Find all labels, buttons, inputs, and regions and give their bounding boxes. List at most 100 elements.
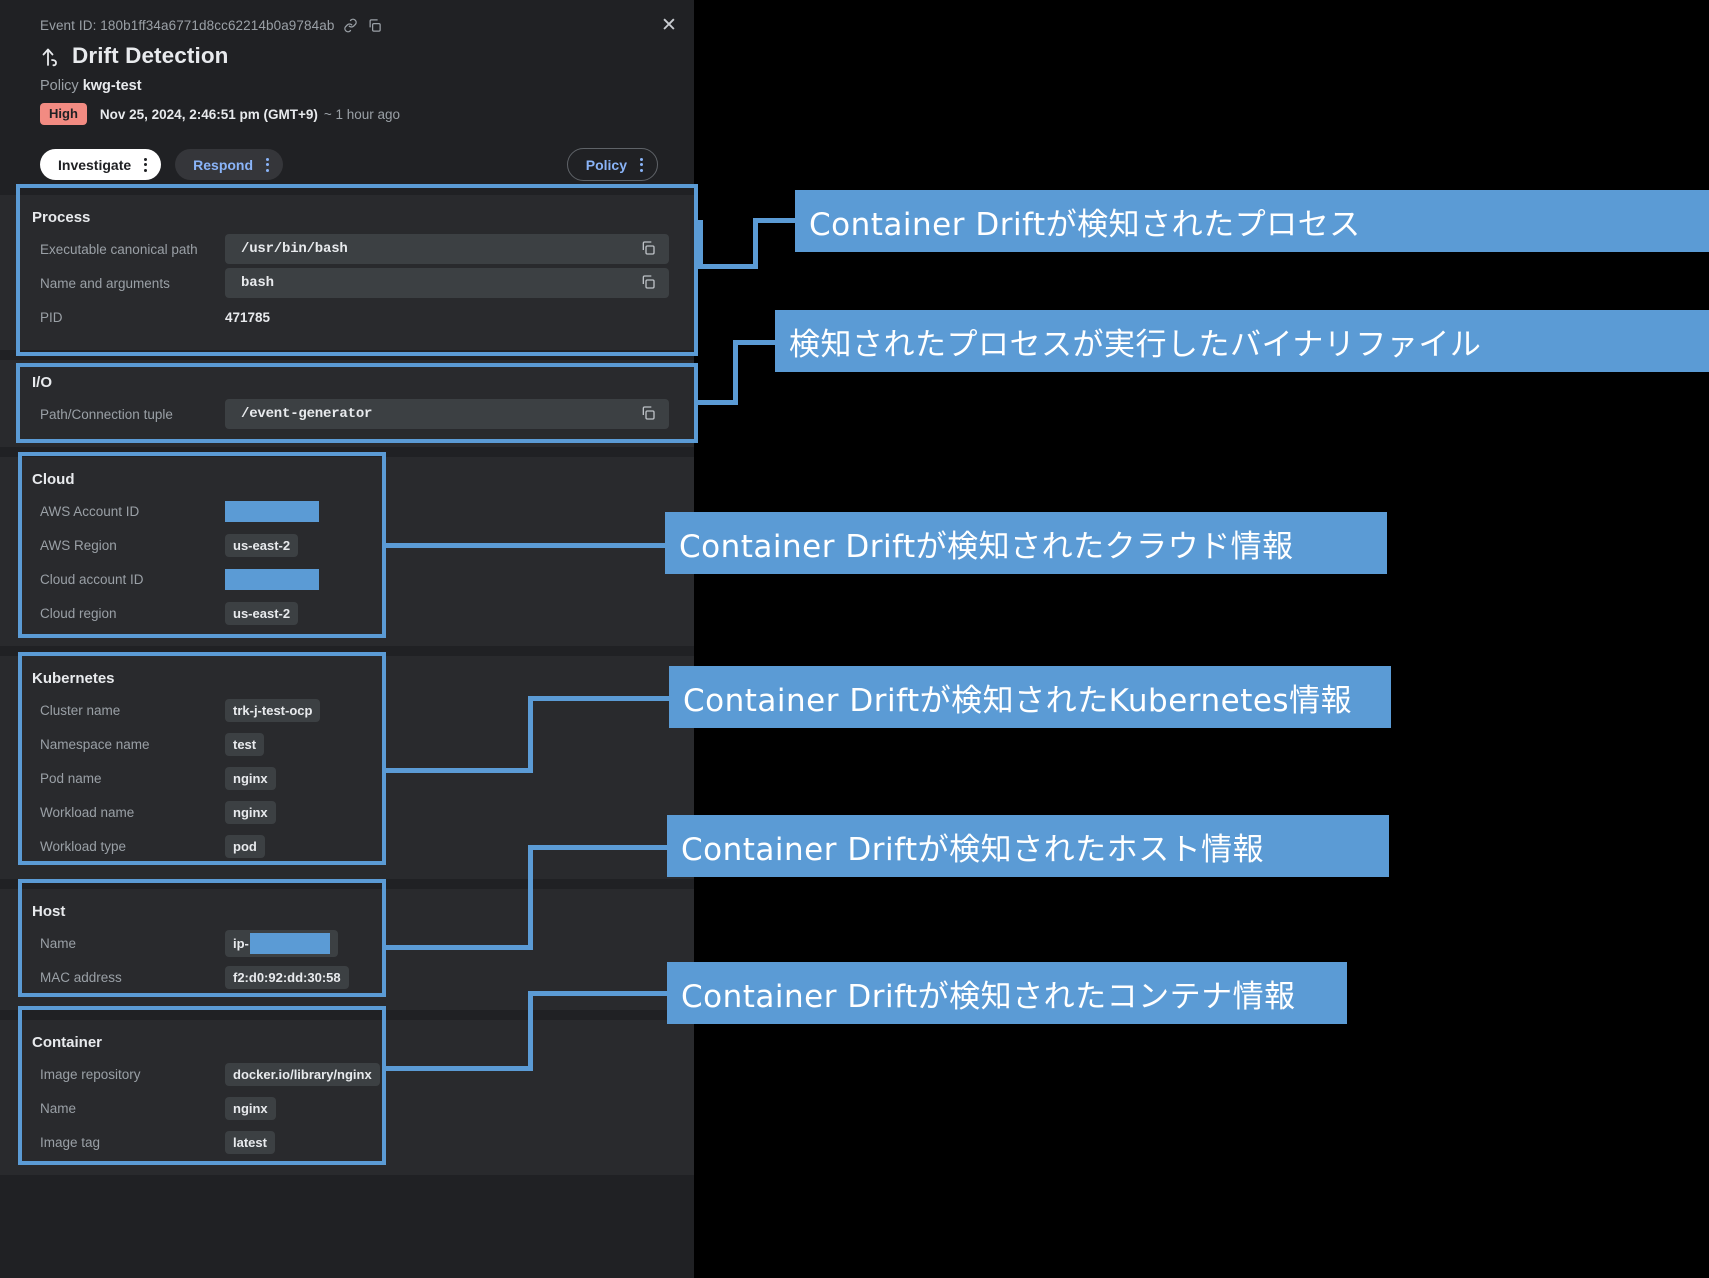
connector-io-h xyxy=(698,400,738,405)
connector-io-h2 xyxy=(733,340,781,345)
detail-row-value-chip: us-east-2 xyxy=(225,533,299,557)
section-title: I/O xyxy=(32,374,53,391)
detail-row: AWS Account ID xyxy=(0,494,694,528)
page-title: Drift Detection xyxy=(72,43,229,68)
detail-row: PID 471785 xyxy=(0,300,694,334)
respond-kebab-icon[interactable] xyxy=(266,157,270,172)
detail-row-label: Cloud region xyxy=(40,605,117,621)
copy-icon[interactable] xyxy=(640,240,656,261)
detail-row-value-field: /usr/bin/bash xyxy=(225,234,669,264)
respond-button[interactable]: Respond xyxy=(175,149,284,180)
copy-icon[interactable] xyxy=(367,18,382,33)
detail-row-label: Workload type xyxy=(40,838,127,854)
detail-row-label: Cloud account ID xyxy=(40,571,144,587)
detail-row-label: Pod name xyxy=(40,770,102,786)
detail-row-label: Image repository xyxy=(40,1066,141,1082)
detail-row: Path/Connection tuple/event-generator xyxy=(0,397,694,431)
detail-row: Workload name nginx xyxy=(0,795,694,829)
detail-row: Executable canonical path/usr/bin/bash xyxy=(0,232,694,266)
detail-row-value-chip: ip- xyxy=(225,929,338,957)
redacted-value xyxy=(249,932,330,954)
action-button-row: Investigate Respond Policy xyxy=(40,148,694,181)
copy-icon[interactable] xyxy=(640,405,656,426)
event-time-ago: ~ 1 hour ago xyxy=(323,106,401,122)
detail-row-value-chip: nginx xyxy=(225,800,276,824)
detail-row-value-chip: f2:d0:92:dd:30:58 xyxy=(225,965,349,989)
event-timestamp: Nov 25, 2024, 2:46:51 pm (GMT+9) xyxy=(99,106,318,122)
annotation-note-binary: 検知されたプロセスが実行したバイナリファイル xyxy=(775,310,1709,372)
detail-row-value: /usr/bin/bash xyxy=(241,241,348,257)
detail-row-value-chip: pod xyxy=(225,834,265,858)
section-title: Host xyxy=(32,903,66,920)
policy-button-label: Policy xyxy=(585,156,627,173)
policy-name: kwg-test xyxy=(82,78,142,94)
panel-header: Event ID: 180b1ff34a6771d8cc62214b0a9784… xyxy=(0,0,694,181)
detail-row-label: Name xyxy=(40,935,77,951)
policy-button[interactable]: Policy xyxy=(566,148,658,181)
annotation-note-host: Container Driftが検知されたホスト情報 xyxy=(667,815,1389,877)
connector-io-v xyxy=(733,340,738,405)
detail-row-label: Executable canonical path xyxy=(40,241,198,257)
detail-row-label: PID xyxy=(40,309,63,325)
detail-row-label: AWS Region xyxy=(40,537,117,553)
connector-process-h2 xyxy=(753,218,798,223)
detail-row-value-chip: test xyxy=(225,732,265,756)
detail-row-value: 471785 xyxy=(225,309,271,325)
policy-label: Policy xyxy=(40,78,79,94)
annotation-note-kubernetes: Container Driftが検知されたKubernetes情報 xyxy=(669,666,1391,728)
status-badge: High xyxy=(40,103,87,125)
event-id-text: Event ID: 180b1ff34a6771d8cc62214b0a9784… xyxy=(40,17,335,33)
section-title: Process xyxy=(32,209,91,226)
detail-row-value-field: bash xyxy=(225,268,669,298)
detail-row-label: Name xyxy=(40,1100,77,1116)
connector-process-h xyxy=(698,264,758,269)
section-title: Cloud xyxy=(32,471,75,488)
section-i-o: I/O Path/Connection tuple/event-generator xyxy=(0,360,694,447)
detail-row-label: Workload name xyxy=(40,804,135,820)
title-row: Drift Detection xyxy=(40,43,694,69)
detail-row-value-chip: docker.io/library/nginx xyxy=(225,1062,380,1086)
drift-arrow-icon xyxy=(40,44,62,68)
annotation-note-container: Container Driftが検知されたコンテナ情報 xyxy=(667,962,1347,1024)
detail-row-value: /event-generator xyxy=(241,406,373,422)
detail-row: Cluster name trk-j-test-ocp xyxy=(0,693,694,727)
event-detail-panel: Event ID: 180b1ff34a6771d8cc62214b0a9784… xyxy=(0,0,694,1278)
detail-row: AWS Region us-east-2 xyxy=(0,528,694,562)
policy-row: Policy kwg-test xyxy=(40,78,694,94)
detail-row-value-chip: trk-j-test-ocp xyxy=(225,698,321,722)
investigate-label: Investigate xyxy=(58,156,132,173)
redacted-value xyxy=(225,568,319,590)
section-title: Container xyxy=(32,1034,103,1051)
panel-scroll-area[interactable]: Event ID: 180b1ff34a6771d8cc62214b0a9784… xyxy=(0,0,694,1278)
detail-row: Namespace name test xyxy=(0,727,694,761)
detail-row-label: Namespace name xyxy=(40,736,150,752)
section-title: Kubernetes xyxy=(32,670,115,687)
copy-icon[interactable] xyxy=(640,274,656,295)
detail-row-value: bash xyxy=(241,275,274,291)
detail-row: Workload type pod xyxy=(0,829,694,863)
policy-kebab-icon[interactable] xyxy=(640,157,643,172)
detail-row-value-field: /event-generator xyxy=(225,399,669,429)
detail-row-value: ip- xyxy=(233,935,249,951)
detail-row-label: Image tag xyxy=(40,1134,101,1150)
investigate-kebab-icon[interactable] xyxy=(144,157,148,172)
annotation-note-cloud: Container Driftが検知されたクラウド情報 xyxy=(665,512,1387,574)
detail-row-label: Cluster name xyxy=(40,702,121,718)
connector-process-v2 xyxy=(753,218,758,268)
respond-label: Respond xyxy=(193,156,254,173)
investigate-button[interactable]: Investigate xyxy=(40,149,162,180)
connector-process-v xyxy=(698,220,703,268)
severity-row: High Nov 25, 2024, 2:46:51 pm (GMT+9) ~ … xyxy=(40,103,694,125)
detail-row-value-chip: nginx xyxy=(225,1096,276,1120)
close-icon[interactable]: ✕ xyxy=(661,14,677,36)
detail-row: Cloud account ID xyxy=(0,562,694,596)
link-icon[interactable] xyxy=(343,18,358,33)
